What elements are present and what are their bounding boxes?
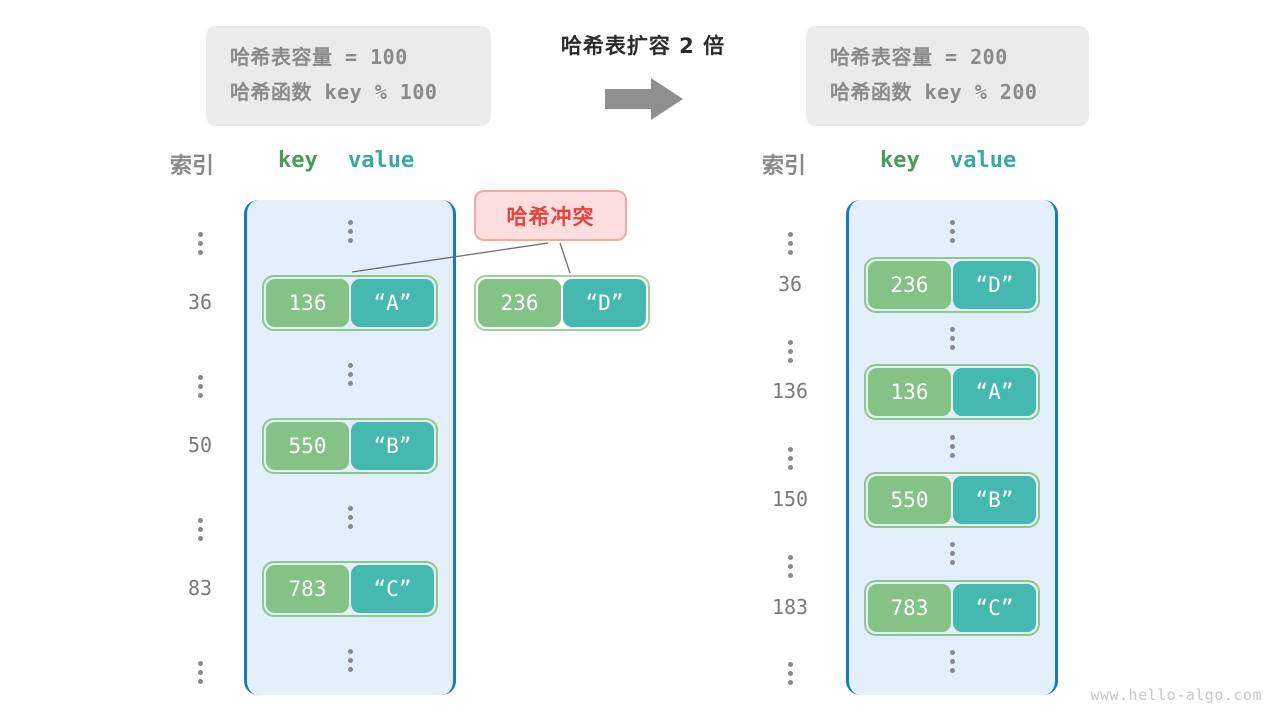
right-table-index-ellipsis [745,220,835,257]
left-table-row-ellipsis-icon [347,361,353,387]
right-table-row-ellipsis-icon [949,218,955,244]
arrow-right-icon [605,78,683,120]
key-cell: 550 [868,476,951,524]
collision-key-cell: 236 [478,279,561,327]
capacity-line-right: 哈希表容量 = 200 [830,40,1065,75]
right-table-row-ellipsis [864,433,1040,459]
left-table-index-ellipsis [155,363,245,400]
key-header-right: key [880,148,920,173]
left-table-index-ellipsis [155,649,245,686]
hash-table-info-right: 哈希表容量 = 200 哈希函数 key % 200 [806,26,1089,126]
left-table-index-ellipsis-icon [197,660,203,686]
function-line-left: 哈希函数 key % 100 [230,75,467,110]
value-cell: “B” [351,421,434,470]
left-table-index-50: 50 [187,432,213,457]
right-table-index-ellipsis-icon [787,446,793,472]
function-label-right: 哈希函数 [830,80,912,104]
page-title: 哈希表扩容 2 倍 [560,34,726,58]
left-table-index-ellipsis [155,220,245,257]
capacity-value-right: = 200 [945,45,1008,69]
value-cell: “B” [953,476,1036,524]
value-cell: “C” [351,564,434,613]
watermark: www.hello-algo.com [1090,686,1262,704]
value-cell: “C” [953,583,1036,632]
right-table-index-ellipsis-icon [787,553,793,579]
left-table-row-ellipsis-icon [347,218,353,244]
capacity-label-right: 哈希表容量 [830,45,933,69]
left-table-index-ellipsis-icon [197,517,203,543]
right-table-row-ellipsis [864,326,1040,352]
right-table-row-ellipsis-icon [949,433,955,459]
right-table-index-150: 150 [771,487,809,511]
table-row[interactable]: 236“D” [864,256,1040,313]
right-table-row-ellipsis [864,541,1040,567]
key-cell: 783 [266,564,349,613]
collision-pair[interactable]: 236“D” [474,275,650,331]
right-table-index-ellipsis-icon [787,661,793,687]
capacity-line-left: 哈希表容量 = 100 [230,40,467,75]
value-cell: “A” [953,368,1036,417]
value-header-right: value [950,148,1017,173]
left-table-row-ellipsis [262,647,438,673]
index-header-left: 索引 [170,154,215,179]
right-table-index-36: 36 [777,271,803,296]
right-table-index-ellipsis [745,650,835,687]
value-cell: “D” [953,260,1036,309]
right-table-index-183: 183 [771,594,809,619]
left-table-row-ellipsis [262,504,438,530]
capacity-value-left: = 100 [345,45,408,69]
right-table-row-ellipsis-icon [949,326,955,352]
function-value-left: key % 100 [324,80,438,104]
left-table-index-83: 83 [187,575,213,600]
capacity-label-left: 哈希表容量 [230,45,333,69]
value-header-left: value [348,148,415,173]
table-row[interactable]: 550“B” [262,417,438,474]
right-table-index-ellipsis [745,435,835,472]
right-table-index-ellipsis-icon [787,231,793,257]
function-line-right: 哈希函数 key % 200 [830,75,1065,110]
right-table-row-ellipsis-icon [949,648,955,674]
right-table-index-136: 136 [771,379,809,404]
index-header-right: 索引 [762,154,807,179]
key-header-left: key [278,148,318,173]
key-cell: 783 [868,583,951,632]
right-table-index-ellipsis-icon [787,338,793,364]
collision-badge-label: 哈希冲突 [506,204,595,229]
table-row[interactable]: 136“A” [864,364,1040,421]
value-cell: “A” [351,278,434,327]
right-table-row-ellipsis-icon [949,541,955,567]
left-table-index-ellipsis-icon [197,374,203,400]
left-table-index-36: 36 [187,289,213,314]
function-value-right: key % 200 [924,80,1038,104]
right-table-row-ellipsis [864,648,1040,674]
table-row[interactable]: 136“A” [262,274,438,331]
left-table-row-ellipsis-icon [347,504,353,530]
collision-value-cell: “D” [563,279,646,327]
table-row[interactable]: 783“C” [262,560,438,617]
right-table-row-ellipsis [864,218,1040,244]
collision-badge: 哈希冲突 [474,190,627,241]
right-table-index-ellipsis [745,328,835,365]
table-row[interactable]: 550“B” [864,472,1040,528]
left-table-index-ellipsis [155,506,245,543]
hash-table-info-left: 哈希表容量 = 100 哈希函数 key % 100 [206,26,491,126]
left-table-index-ellipsis-icon [197,231,203,257]
function-label-left: 哈希函数 [230,80,312,104]
right-table-index-ellipsis [745,543,835,580]
key-cell: 236 [868,260,951,309]
left-table-row-ellipsis [262,361,438,387]
key-cell: 136 [868,368,951,417]
key-cell: 550 [266,421,349,470]
table-row[interactable]: 783“C” [864,579,1040,636]
left-table-row-ellipsis-icon [347,647,353,673]
left-table-row-ellipsis [262,218,438,244]
key-cell: 136 [266,278,349,327]
